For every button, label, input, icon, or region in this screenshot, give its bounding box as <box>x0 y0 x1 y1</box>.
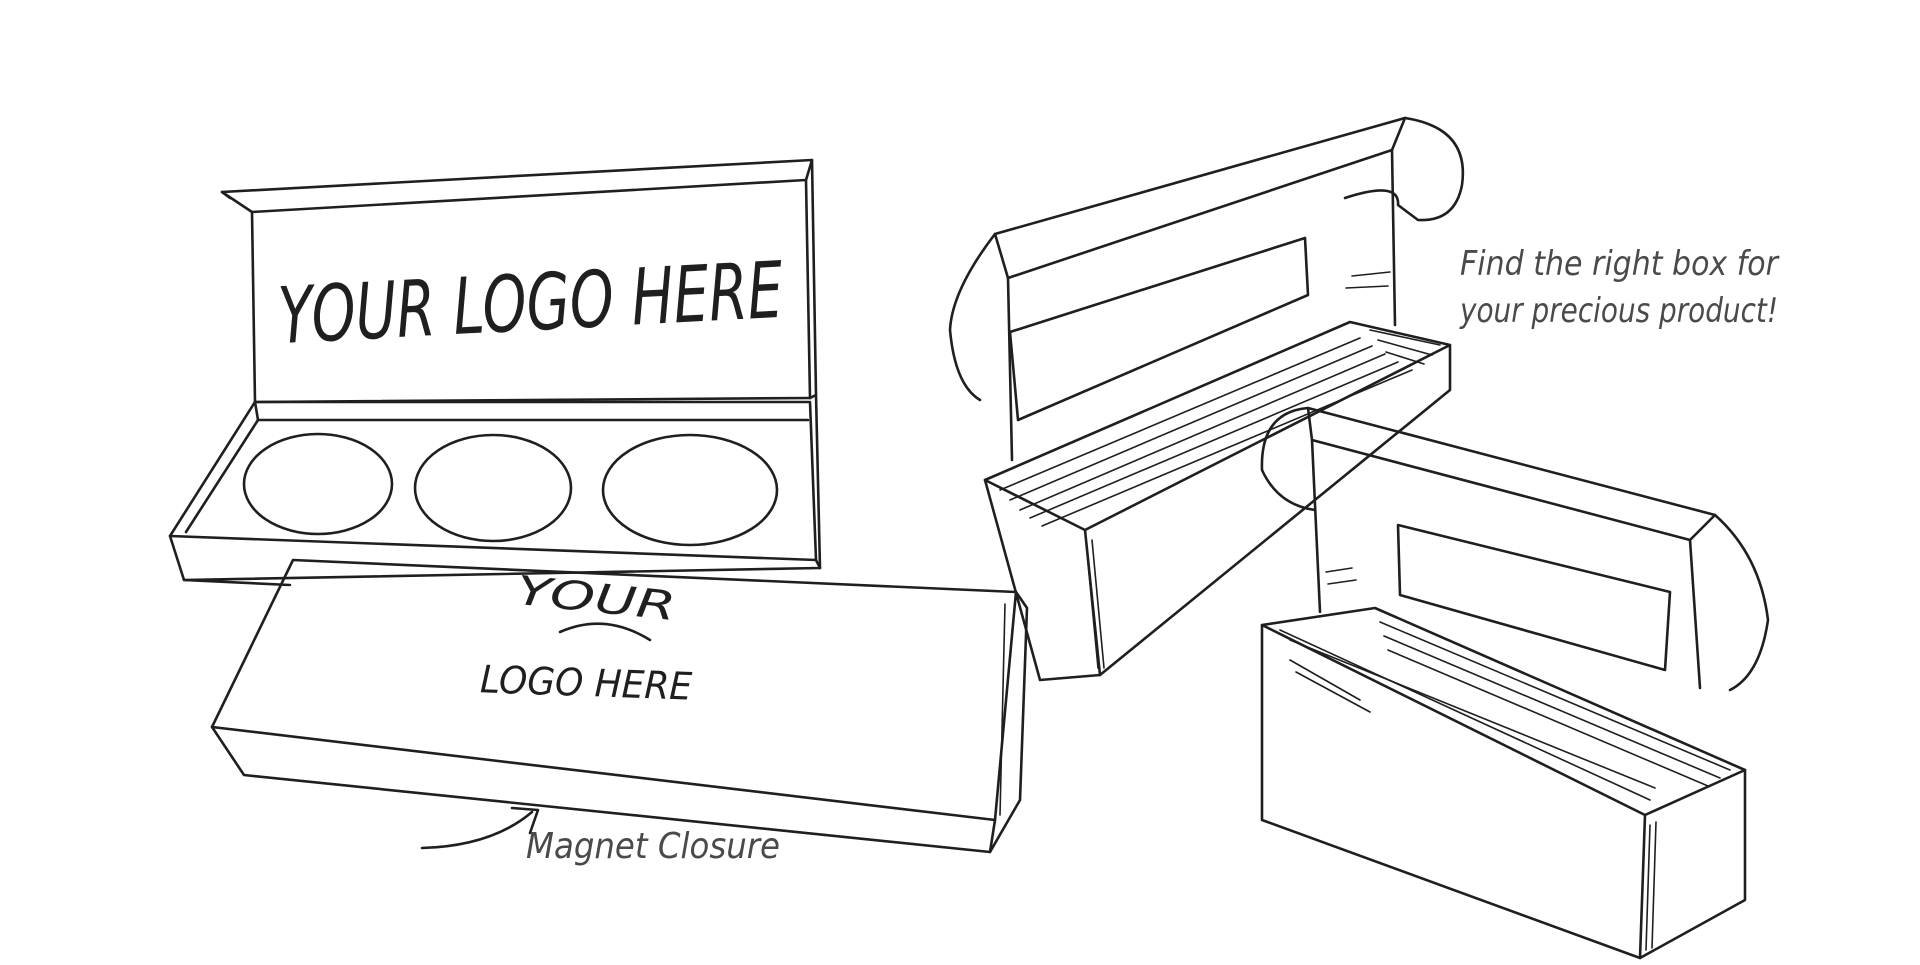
window-box-front <box>1260 406 1770 960</box>
curved-arrow-icon <box>420 810 534 850</box>
magnet-box-closed: YOUR LOGO HERE <box>210 558 1029 854</box>
tray-cavity <box>242 432 394 536</box>
caption-line-2: your precious product! <box>1459 291 1778 331</box>
magnet-box-lid: YOUR LOGO HERE <box>220 158 818 404</box>
lid-logo-text: YOUR LOGO HERE <box>276 246 786 362</box>
front-logo-bottom: LOGO HERE <box>479 657 692 708</box>
lid-window <box>1396 523 1672 672</box>
tray-cavity <box>601 433 779 547</box>
magnet-closure-label: Magnet Closure <box>526 826 780 867</box>
magnet-closure-callout: Magnet Closure <box>420 806 780 867</box>
magnet-box: YOUR LOGO HERE YOUR LOGO HERE <box>168 158 1029 867</box>
window-box-caption: Find the right box for your precious pro… <box>1459 244 1780 331</box>
window-box-back <box>948 116 1465 682</box>
logo-smile-arc <box>558 622 652 642</box>
lid-window <box>1008 236 1310 422</box>
magnet-box-tray <box>168 393 822 587</box>
tray-cavities <box>242 432 779 547</box>
tray-cavity <box>413 433 573 543</box>
caption-line-1: Find the right box for <box>1460 244 1780 284</box>
